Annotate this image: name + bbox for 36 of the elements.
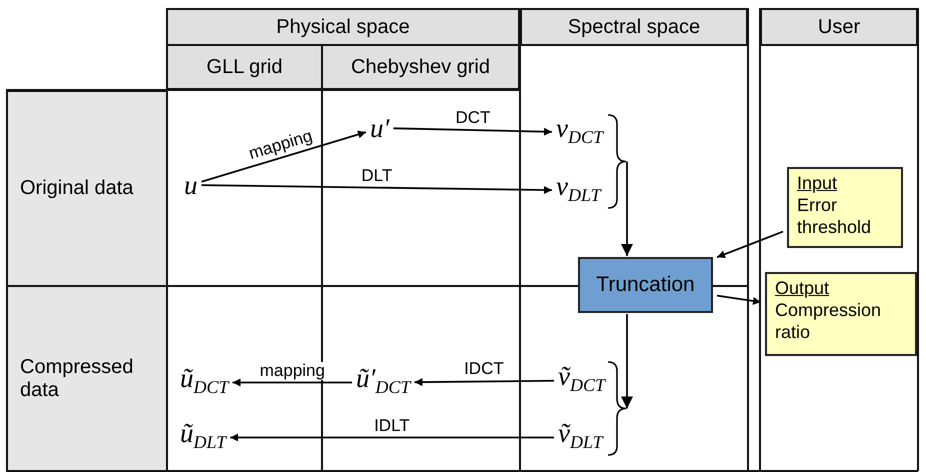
math-symbol: ṽ$_{DCT}$	[558, 361, 605, 400]
math-symbol: v$_{DLT}$	[556, 171, 601, 210]
arrow	[201, 130, 366, 183]
row-header: Compressed data	[6, 285, 168, 472]
curly-brace	[607, 114, 627, 209]
column-header: Spectral space	[520, 8, 748, 46]
arrow	[621, 314, 633, 408]
math-symbol: ũ′$_{DCT}$	[356, 363, 410, 402]
curly-brace	[607, 361, 627, 456]
note-text: Compression ratio	[775, 299, 882, 343]
note-heading: Output	[775, 277, 830, 299]
arrow	[621, 162, 633, 256]
math-symbol: ũ$_{DLT}$	[180, 418, 226, 457]
math-symbol: ṽ$_{DLT}$	[558, 418, 603, 457]
column-header: Physical space	[166, 8, 520, 46]
math-symbol: u′	[370, 113, 390, 143]
math-symbol: u	[184, 170, 198, 200]
column-header: GLL grid	[166, 44, 323, 90]
arrow	[393, 127, 552, 136]
math-symbol: ũ$_{DCT}$	[180, 363, 229, 402]
arrow	[201, 184, 552, 194]
edge-label: mapping	[258, 362, 327, 380]
arrow	[232, 378, 352, 386]
input-note	[787, 167, 903, 248]
column-header: Chebyshev grid	[321, 44, 520, 90]
arrow	[230, 434, 554, 442]
arrow	[716, 230, 784, 258]
arrow	[716, 294, 762, 305]
row-header: Original data	[6, 90, 168, 287]
column-header: User	[760, 8, 918, 46]
output-note	[765, 272, 917, 356]
arrow	[414, 378, 554, 386]
note-text: Error threshold	[797, 194, 872, 238]
process-box: Truncation	[578, 257, 713, 313]
note-heading: Input	[797, 172, 838, 194]
math-symbol: v$_{DCT}$	[556, 113, 603, 152]
